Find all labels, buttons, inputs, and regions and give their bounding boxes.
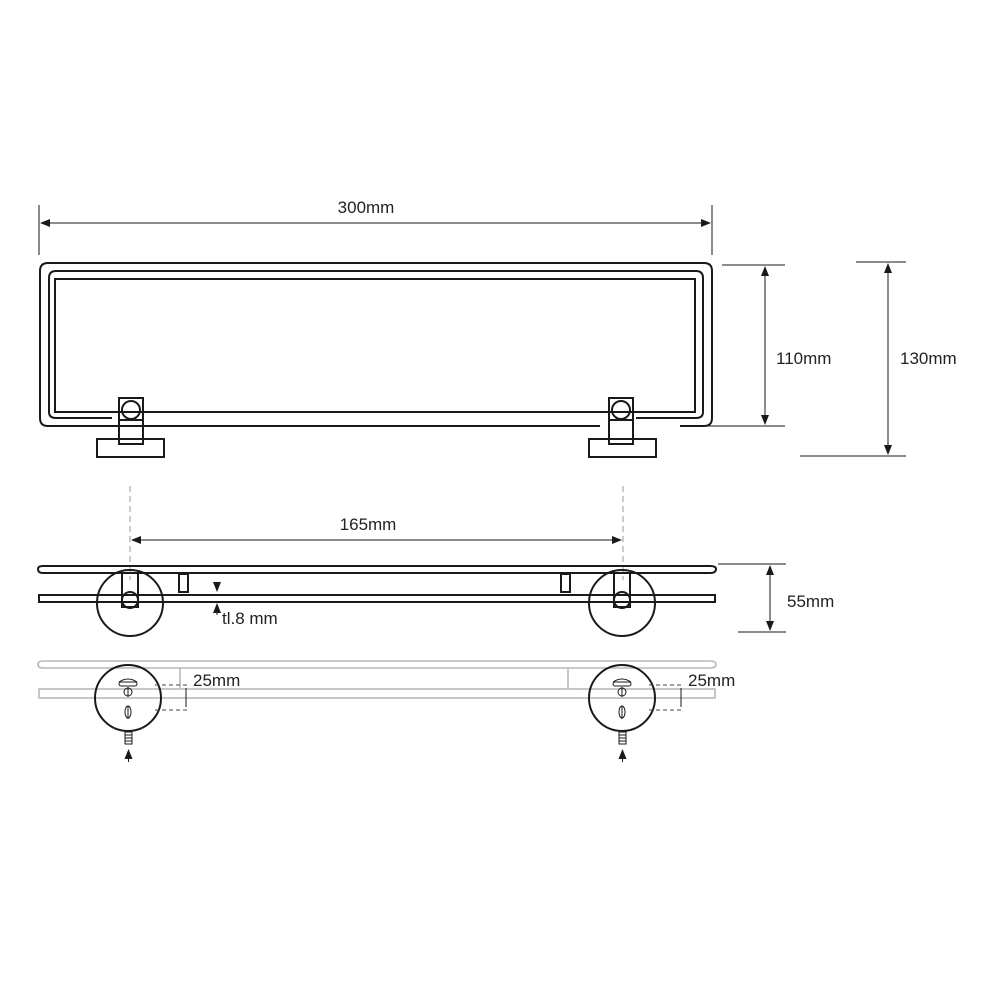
depth-dimension: 55mm (718, 563, 834, 633)
right-mounting-plate: 25mm (588, 664, 735, 732)
glass-thickness-callout: tl.8 mm (213, 582, 278, 628)
left-bracket-front (96, 397, 165, 458)
right-screw (618, 731, 627, 762)
width-dimension: 300mm (38, 198, 713, 255)
total-height-label: 130mm (900, 349, 957, 368)
centre-lines (129, 486, 624, 580)
width-label: 300mm (338, 198, 395, 217)
glass-panel-front (39, 262, 713, 427)
mount-right-label: 25mm (688, 671, 735, 690)
glass-thickness-label: tl.8 mm (222, 609, 278, 628)
glass-shelf-top (36, 565, 718, 603)
ghost-shelf (37, 660, 717, 699)
glass-height-label: 110mm (776, 349, 831, 368)
right-bracket-front (588, 397, 657, 458)
bracket-spacing-label: 165mm (340, 515, 397, 534)
total-height-dimension: 130mm (800, 261, 957, 457)
left-mounting-plate: 25mm (94, 664, 240, 732)
top-view: 165mm tl.8 mm (36, 515, 834, 637)
mounting-view: 25mm 25mm (37, 660, 735, 762)
glass-height-dimension: 110mm (680, 264, 831, 427)
front-view: 300mm 110mm (38, 198, 957, 458)
bracket-spacing-dimension: 165mm (131, 515, 622, 544)
depth-label: 55mm (787, 592, 834, 611)
mount-left-label: 25mm (193, 671, 240, 690)
left-screw (124, 731, 133, 762)
